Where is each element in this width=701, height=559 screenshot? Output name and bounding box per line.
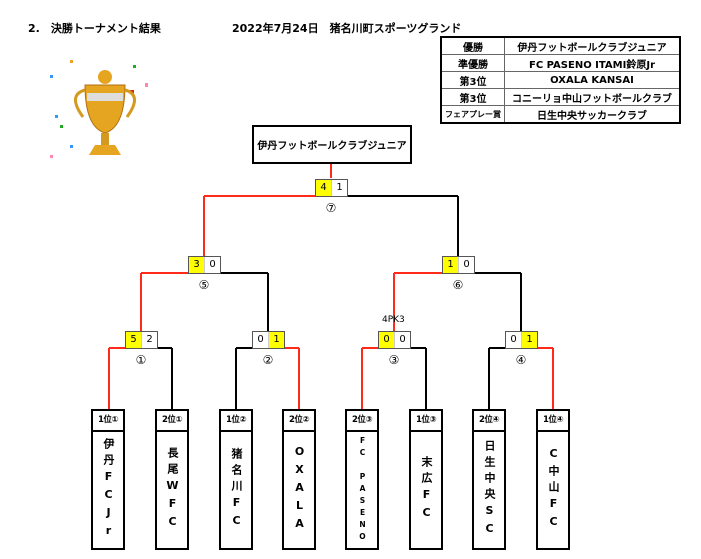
match-number: ② xyxy=(262,353,274,367)
score-left: 0 xyxy=(510,334,517,345)
award-label: 第3位 xyxy=(440,88,505,106)
team-box: 1位④ C中山FC xyxy=(536,409,570,550)
score-left: 1 xyxy=(443,257,458,273)
date-venue: 2022年7月24日 猪名川町スポーツグランド xyxy=(232,22,462,35)
score-right: 1 xyxy=(521,332,537,348)
score-right: 0 xyxy=(458,257,474,273)
team-name: FC PASENO xyxy=(358,436,367,544)
team-name-area: 日生中央SC xyxy=(474,432,504,548)
team-seed: 2位④ xyxy=(474,411,504,432)
match-number: ④ xyxy=(515,353,527,367)
score-left: 0 xyxy=(379,332,394,348)
award-value: コニーリョ中山フットボールクラブ xyxy=(504,88,681,106)
trophy-icon xyxy=(50,60,148,158)
award-row: 優勝伊丹フットボールクラブジュニア xyxy=(440,36,681,55)
team-seed: 1位② xyxy=(221,411,251,432)
score-left: 3 xyxy=(189,257,204,273)
score-right: 0 xyxy=(394,332,410,348)
match-number: ⑥ xyxy=(452,278,464,292)
team-seed: 2位② xyxy=(284,411,314,432)
champion-box: 伊丹フットボールクラブジュニア xyxy=(252,125,412,164)
award-row: フェアプレー賞日生中央サッカークラブ xyxy=(440,105,681,124)
score-left: 5 xyxy=(126,332,141,348)
team-name-area: 末広FC xyxy=(411,432,441,548)
match-number: ⑦ xyxy=(325,201,337,215)
score-left: 4 xyxy=(316,180,331,196)
match-number: ③ xyxy=(388,353,400,367)
score-right: 2 xyxy=(141,332,157,348)
team-box: 2位① 長尾WFC xyxy=(155,409,189,550)
team-seed: 1位④ xyxy=(538,411,568,432)
team-name: OXALA xyxy=(293,445,306,535)
team-box: 2位③ FC PASENO xyxy=(345,409,379,550)
team-name-area: 伊丹FCJr xyxy=(93,432,123,548)
match-number: ⑤ xyxy=(198,278,210,292)
score-right: 1 xyxy=(268,332,284,348)
team-seed: 2位③ xyxy=(347,411,377,432)
team-seed: 1位① xyxy=(93,411,123,432)
team-name: C中山FC xyxy=(547,447,560,533)
team-name: 伊丹FCJr xyxy=(102,438,115,542)
award-row: 第3位コニーリョ中山フットボールクラブ xyxy=(440,88,681,106)
team-box: 1位② 猪名川FC xyxy=(219,409,253,550)
score-right: 0 xyxy=(204,257,220,273)
team-name: 長尾WFC xyxy=(166,447,179,533)
team-seed: 1位③ xyxy=(411,411,441,432)
team-name-area: C中山FC xyxy=(538,432,568,548)
team-name: 猪名川FC xyxy=(230,448,243,532)
team-box: 2位② OXALA xyxy=(282,409,316,550)
pk-result: 4PK3 xyxy=(382,315,405,325)
team-box: 2位④ 日生中央SC xyxy=(472,409,506,550)
match-number: ① xyxy=(135,353,147,367)
award-value: 日生中央サッカークラブ xyxy=(504,105,681,124)
score-left: 0 xyxy=(257,334,264,345)
team-name-area: FC PASENO xyxy=(347,432,377,548)
team-name: 末広FC xyxy=(420,456,433,524)
team-box: 1位③ 末広FC xyxy=(409,409,443,550)
team-name-area: 長尾WFC xyxy=(157,432,187,548)
team-name: 日生中央SC xyxy=(483,440,496,540)
score-right: 1 xyxy=(331,180,347,196)
team-box: 1位① 伊丹FCJr xyxy=(91,409,125,550)
section-title: 2. 決勝トーナメント結果 xyxy=(28,22,161,35)
team-seed: 2位① xyxy=(157,411,187,432)
team-name-area: OXALA xyxy=(284,432,314,548)
team-name-area: 猪名川FC xyxy=(221,432,251,548)
